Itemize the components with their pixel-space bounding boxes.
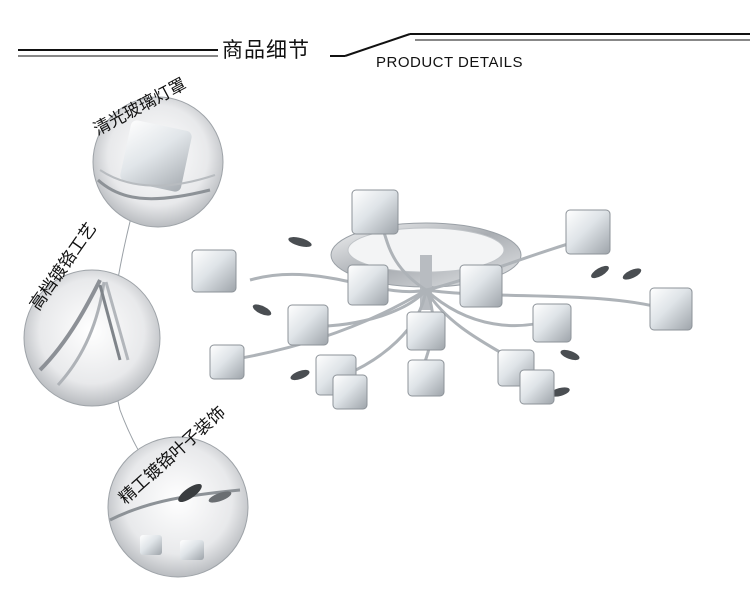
header-decoration bbox=[18, 33, 750, 57]
header-title-cn: 商品细节 bbox=[222, 38, 310, 62]
header-title-en: PRODUCT DETAILS bbox=[376, 54, 523, 71]
detail-circle-chrome-leaves bbox=[107, 436, 249, 578]
detail-circle-chrome-finish bbox=[23, 269, 161, 407]
chandelier-image bbox=[191, 189, 693, 410]
detail-circle-glass-shade bbox=[92, 96, 224, 228]
